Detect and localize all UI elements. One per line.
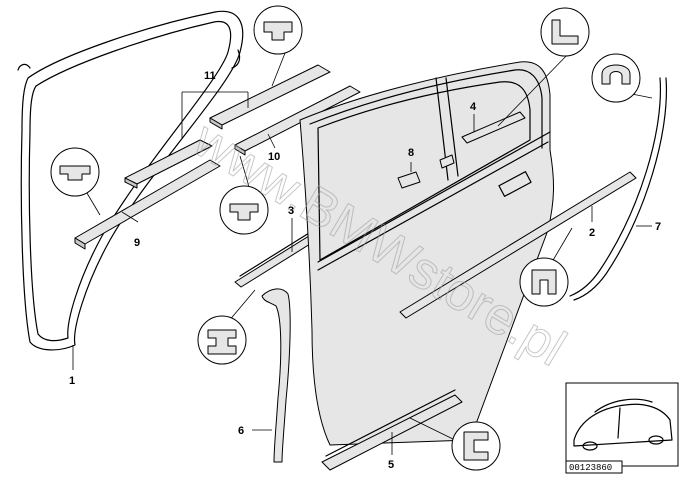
part-number-labels: 1 9 11 10 3 8 4 2 7 6 5: [69, 70, 661, 471]
part-number-8: 8: [408, 147, 414, 159]
part-9-outer-strip: [74, 159, 221, 250]
part-1-door-seal: [17, 10, 244, 351]
part-7-rear-seal: [569, 77, 668, 301]
section-callout-9: [50, 147, 100, 197]
section-callout-7: [591, 53, 641, 103]
reference-car-thumbnail: 00123860: [565, 382, 679, 474]
section-callout-5: [451, 421, 501, 471]
part-number-2: 2: [589, 227, 595, 239]
reference-number: 00123860: [569, 463, 612, 473]
section-callout-4: [540, 7, 590, 57]
section-callout-10: [219, 185, 269, 235]
part-11-window-channels: [124, 64, 331, 189]
part-number-7: 7: [655, 221, 661, 233]
section-callout-6: [197, 315, 247, 365]
part-number-3: 3: [288, 205, 294, 217]
part-number-1: 1: [69, 375, 75, 387]
section-callout-2: [519, 257, 569, 307]
part-number-5: 5: [388, 459, 394, 471]
part-6-pillar-seal: [261, 288, 291, 463]
part-number-9: 9: [134, 237, 140, 249]
section-callout-11: [253, 5, 303, 55]
part-number-4: 4: [470, 101, 477, 113]
rear-door: [299, 61, 554, 446]
part-10-channel-strips: [234, 85, 361, 156]
part-8-trim-piece: [397, 154, 455, 189]
part-number-10: 10: [268, 151, 280, 163]
part-2-outer-seal: [399, 171, 637, 319]
part-number-11: 11: [204, 70, 216, 82]
part-4-window-strip: [461, 111, 526, 144]
part-number-6: 6: [238, 425, 244, 437]
